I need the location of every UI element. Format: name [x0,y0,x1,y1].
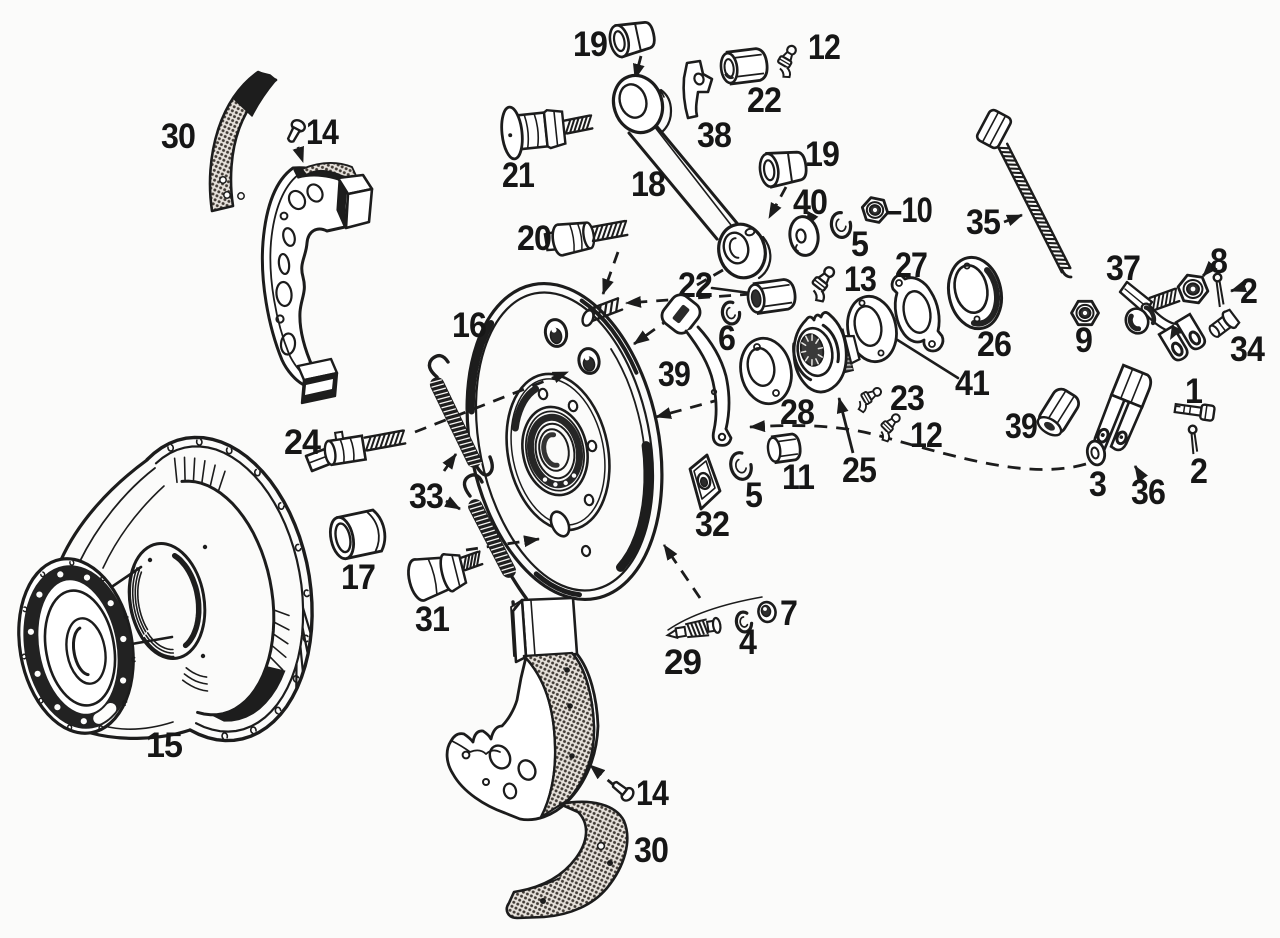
svg-text:5: 5 [745,476,762,515]
svg-text:3: 3 [1089,465,1106,504]
svg-text:39: 39 [1005,407,1037,446]
svg-text:20: 20 [517,219,551,258]
svg-text:24: 24 [284,423,321,462]
svg-text:2: 2 [1240,272,1257,311]
svg-text:30: 30 [161,117,195,156]
svg-text:16: 16 [452,306,486,345]
svg-text:13: 13 [844,260,876,299]
svg-text:38: 38 [697,116,731,155]
svg-text:19: 19 [805,135,839,174]
svg-text:31: 31 [415,600,449,639]
svg-text:7: 7 [780,594,797,633]
svg-text:25: 25 [842,451,876,490]
svg-text:9: 9 [1075,321,1092,360]
svg-text:4: 4 [739,623,757,662]
svg-text:21: 21 [502,156,534,195]
svg-text:6: 6 [718,319,735,358]
svg-text:30: 30 [634,831,668,870]
svg-text:22: 22 [747,81,781,120]
svg-text:12: 12 [910,416,942,455]
svg-text:39: 39 [658,355,690,394]
svg-text:14: 14 [306,113,339,152]
svg-text:19: 19 [573,25,607,64]
svg-text:2: 2 [1190,452,1207,491]
svg-text:23: 23 [890,379,924,418]
svg-text:18: 18 [631,165,665,204]
svg-text:40: 40 [793,183,827,222]
svg-text:12: 12 [808,28,840,67]
svg-text:17: 17 [341,558,375,597]
svg-text:29: 29 [664,643,702,682]
svg-text:28: 28 [780,393,814,432]
svg-text:15: 15 [146,726,183,765]
svg-text:–10: –10 [886,191,932,230]
svg-text:37: 37 [1106,249,1140,288]
svg-text:34: 34 [1230,330,1265,369]
svg-text:35: 35 [966,203,1000,242]
svg-text:36: 36 [1131,473,1165,512]
svg-text:11: 11 [782,458,814,497]
svg-text:14: 14 [636,774,669,813]
svg-text:27: 27 [895,246,927,285]
svg-text:32: 32 [695,505,729,544]
svg-text:26: 26 [977,325,1011,364]
svg-text:41: 41 [955,364,989,403]
svg-text:1: 1 [1185,372,1202,411]
svg-text:33: 33 [409,477,443,516]
svg-text:5: 5 [851,225,868,264]
